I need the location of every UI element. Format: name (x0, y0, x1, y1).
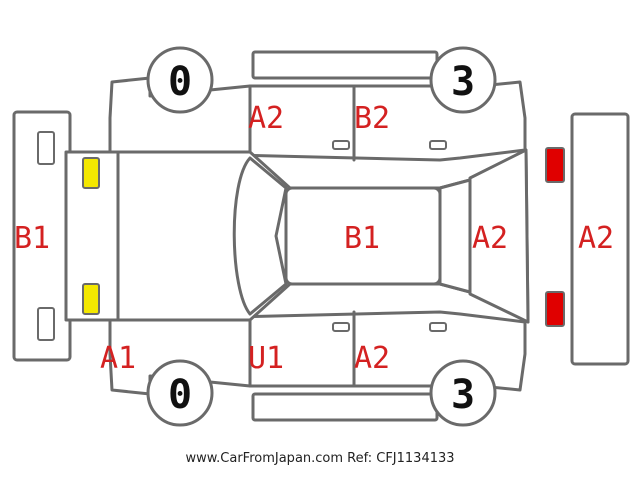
label-front-left-corner: A1 (100, 341, 136, 376)
wheel-front-top (146, 46, 214, 114)
rear-light-bottom (545, 291, 565, 327)
trunk-lid (468, 148, 530, 324)
wheel-number-front-bottom: 0 (168, 372, 192, 418)
label-rear-door-top: B2 (354, 101, 390, 136)
label-front-bumper: B1 (14, 221, 50, 256)
wheel-front-bottom (146, 359, 214, 427)
footer-reference: www.CarFromJapan.com Ref: CFJ1134133 (185, 451, 454, 466)
rear-bumper (570, 112, 630, 366)
wheel-number-rear-bottom: 3 (451, 372, 475, 418)
front-light-top (82, 157, 100, 189)
label-front-door-top: A2 (248, 101, 284, 136)
top-sill (251, 50, 439, 80)
wheel-rear-bottom (429, 359, 497, 427)
bottom-front-handle (332, 322, 350, 332)
front-light-bottom (82, 283, 100, 315)
wheel-rear-top (429, 46, 497, 114)
top-rear-handle (429, 140, 447, 150)
wheel-number-front-top: 0 (168, 59, 192, 105)
label-trunk: A2 (472, 221, 508, 256)
top-front-handle (332, 140, 350, 150)
label-roof: B1 (344, 221, 380, 256)
bottom-sill (251, 392, 439, 422)
front-bumper-slot-bottom (37, 307, 55, 341)
windshield (232, 156, 288, 316)
front-bumper-slot-top (37, 131, 55, 165)
rear-light-top (545, 147, 565, 183)
label-front-door-bottom: U1 (248, 341, 284, 376)
label-rear-bumper: A2 (578, 221, 614, 256)
bottom-rear-handle (429, 322, 447, 332)
wheel-number-rear-top: 3 (451, 59, 475, 105)
label-rear-door-bottom: A2 (354, 341, 390, 376)
